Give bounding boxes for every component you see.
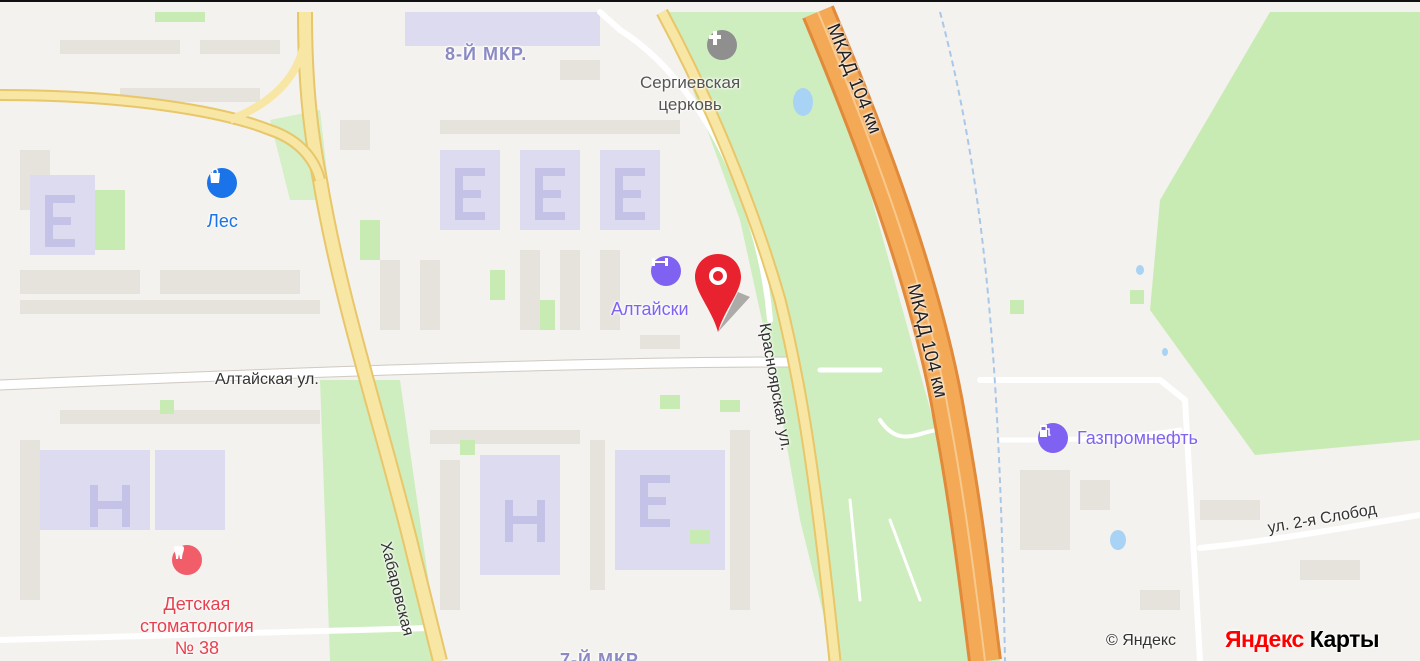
shopping-bag-icon[interactable]: [207, 168, 237, 198]
khabarovskaya-park: [320, 380, 440, 661]
district-label-8: 8-Й МКР.: [445, 44, 528, 64]
poi-label-gazprom[interactable]: Газпромнефть: [1077, 428, 1198, 448]
location-pin-icon[interactable]: [690, 252, 760, 342]
poi-label-les[interactable]: Лес: [207, 211, 238, 231]
mkad-green-strip: [665, 12, 1000, 661]
top-border: [0, 0, 1420, 2]
poi-label-church[interactable]: Сергиевская церковь: [640, 73, 741, 114]
brand-maps: Карты: [1303, 626, 1380, 652]
yandex-maps-logo[interactable]: Яндекс Карты: [1225, 626, 1379, 653]
fuel-icon[interactable]: [1038, 423, 1068, 453]
tooth-icon[interactable]: [172, 545, 202, 575]
street-label-altaiskaya: Алтайская ул.: [215, 371, 319, 388]
brand-yandex: Яндекс: [1225, 626, 1304, 652]
poi-label-altaiski[interactable]: Алтайски: [611, 299, 689, 319]
copyright-text[interactable]: © Яндекс: [1106, 632, 1177, 649]
forest-park: [1150, 12, 1420, 455]
dumbbell-icon[interactable]: [651, 256, 681, 286]
cross-icon[interactable]: [707, 30, 737, 60]
district-label-7: 7-Й МКР.: [560, 650, 643, 661]
poi-label-dental[interactable]: Детская стоматология № 38: [140, 594, 254, 658]
